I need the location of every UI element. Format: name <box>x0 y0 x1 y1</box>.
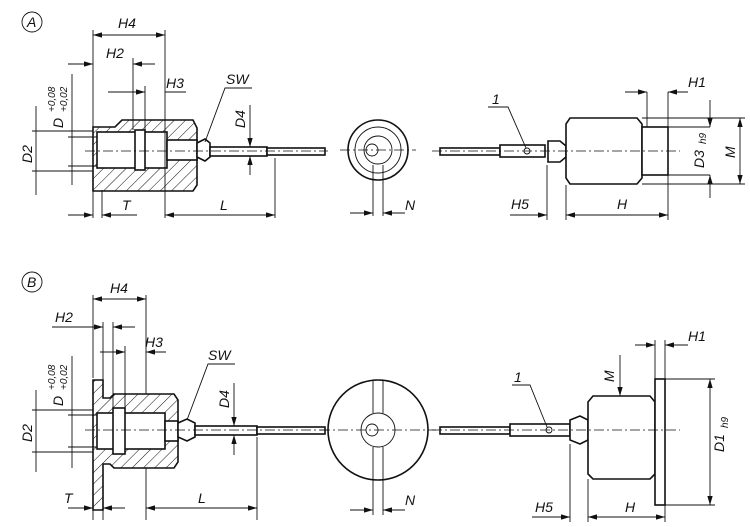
dim-a-m: M <box>722 146 738 158</box>
view-b-dimensions: H4 H2 H3 D +0,08 +0,02 D2 T <box>19 280 258 520</box>
dim-b-m: M <box>601 370 617 382</box>
dim-b-h2: H2 <box>55 309 73 325</box>
view-a-marker-circle <box>21 11 43 33</box>
dim-a-h4: H4 <box>118 15 136 31</box>
item-b-1: 1 <box>514 369 522 385</box>
view-a-side-view: 1 H5 H H1 D3 h9 M <box>432 74 745 220</box>
dim-b-h1: H1 <box>688 328 706 344</box>
view-b-marker: B <box>27 274 36 290</box>
dim-a-n: N <box>405 197 416 213</box>
dim-a-sw: SW <box>226 71 250 87</box>
dim-a-d3: D3 <box>691 150 707 168</box>
view-b-end-view: N <box>320 379 436 515</box>
view-a: A H4 H2 H3 D <box>19 11 745 220</box>
view-a-section <box>85 119 328 192</box>
dim-a-d2: D2 <box>19 145 35 163</box>
dim-b-t: T <box>64 490 74 506</box>
dim-b-l: L <box>198 490 206 506</box>
dim-a-d3-tol: h9 <box>698 132 709 144</box>
dim-b-tol-lower: +0,02 <box>59 364 70 390</box>
dim-b-h4: H4 <box>110 280 128 296</box>
view-b-side-view: 1 M H1 D1 h9 H5 H <box>432 328 731 522</box>
dim-b-h5: H5 <box>535 499 553 515</box>
dim-b-h: H <box>625 499 636 515</box>
dim-b-sw: SW <box>208 347 232 363</box>
view-b-marker-circle <box>21 271 43 293</box>
dim-b-h3: H3 <box>145 334 163 350</box>
dim-b-d1: D1 <box>711 434 727 452</box>
item-a-1: 1 <box>492 91 500 107</box>
dim-b-d4: D4 <box>216 390 232 408</box>
dim-a-l: L <box>220 197 228 213</box>
dim-b-d: D <box>50 396 66 406</box>
dim-a-h3: H3 <box>166 75 184 91</box>
dim-a-h5: H5 <box>511 196 529 212</box>
view-b: B H4 H2 H3 D <box>19 271 731 522</box>
view-b-section <box>85 379 328 511</box>
dim-a-tol-lower: +0,02 <box>59 86 70 112</box>
dim-a-h: H <box>617 196 628 212</box>
dim-b-d1-tol: h9 <box>720 416 731 428</box>
dim-a-h2: H2 <box>106 45 124 61</box>
view-a-end-view: N <box>340 119 416 216</box>
dim-a-h1: H1 <box>688 74 706 90</box>
dim-b-d2: D2 <box>19 424 35 442</box>
dim-a-d: D <box>50 118 66 128</box>
dim-b-tol-upper: +0,08 <box>47 364 58 390</box>
dim-a-d4: D4 <box>232 110 248 128</box>
dim-a-t: T <box>122 197 132 213</box>
dim-a-tol-upper: +0,08 <box>47 86 58 112</box>
dim-b-n: N <box>405 492 416 508</box>
view-a-dimensions: H4 H2 H3 D +0,08 +0,02 D2 T L <box>19 15 276 218</box>
view-a-marker: A <box>26 14 36 30</box>
